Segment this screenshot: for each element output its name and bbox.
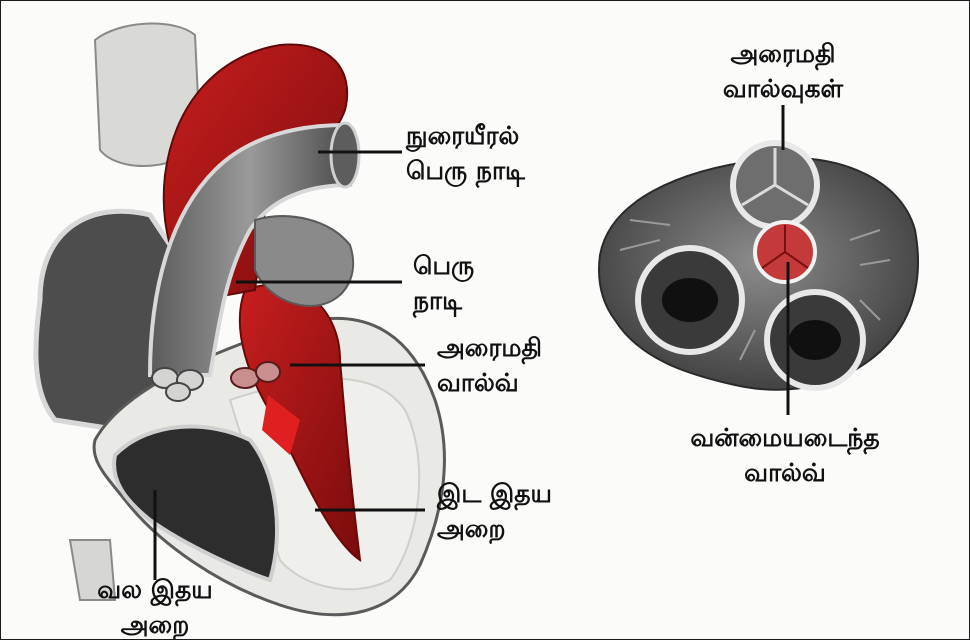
label-semilunar-valves-line1: அரைமதி xyxy=(693,36,873,71)
label-semilunar-valve-line2: வால்வ் xyxy=(437,365,542,400)
label-semilunar-valves-line2: வால்வுகள் xyxy=(693,71,873,106)
label-pulmonary-artery-line1: நுரையீரல் xyxy=(406,118,525,153)
label-av-valve: வன்மையடைந்த வால்வ் xyxy=(665,420,905,490)
label-semilunar-valves: அரைமதி வால்வுகள் xyxy=(693,36,873,106)
label-aorta-line2: நாடி xyxy=(413,283,474,318)
label-av-valve-line1: வன்மையடைந்த xyxy=(665,420,905,455)
label-semilunar-valve: அரைமதி வால்வ் xyxy=(437,330,542,400)
mitral-opening xyxy=(789,320,841,360)
label-semilunar-valve-line1: அரைமதி xyxy=(437,330,542,365)
valve-plane-drawing xyxy=(599,143,918,390)
tricuspid-opening xyxy=(662,278,718,322)
label-left-ventricle: இட இதய அறை xyxy=(437,476,552,546)
label-pulmonary-artery-line2: பெரு நாடி xyxy=(406,153,525,188)
label-left-ventricle-line2: அறை xyxy=(437,511,552,546)
label-left-ventricle-line1: இட இதய xyxy=(437,476,552,511)
label-aorta: பெரு நாடி xyxy=(413,248,474,318)
label-pulmonary-artery: நுரையீரல் பெரு நாடி xyxy=(406,118,525,188)
label-right-ventricle: வல இதய அறை xyxy=(70,572,240,642)
label-aorta-line1: பெரு xyxy=(413,248,474,283)
pulmonary-opening xyxy=(331,123,359,187)
label-right-ventricle-line1: வல இதய xyxy=(70,572,240,607)
label-right-ventricle-line2: அறை xyxy=(70,607,240,642)
heart-section-drawing xyxy=(36,24,445,615)
label-av-valve-line2: வால்வ் xyxy=(665,455,905,490)
